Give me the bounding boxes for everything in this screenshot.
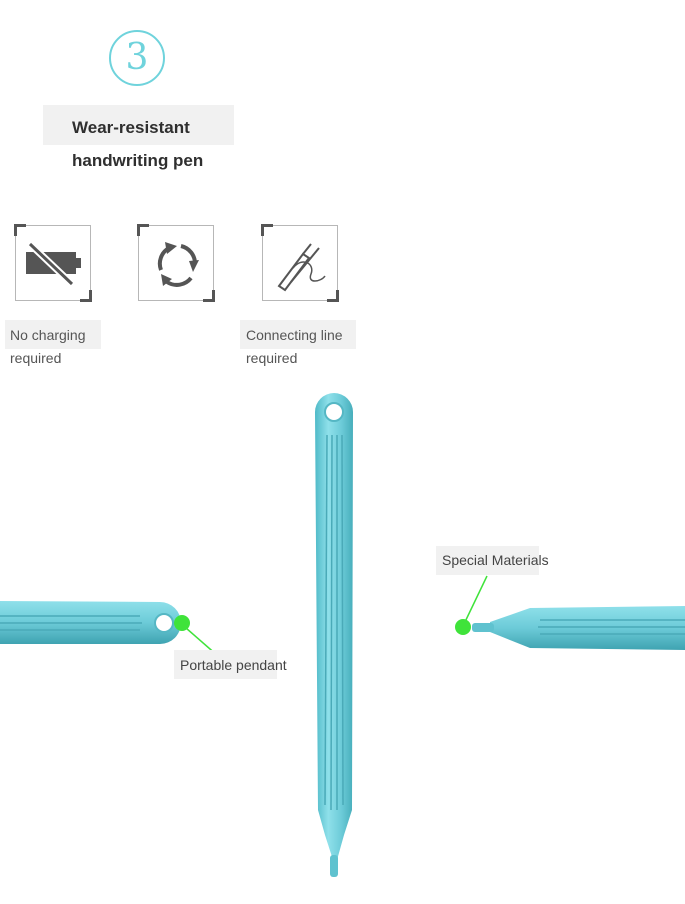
step-number-badge: 3 <box>109 30 165 86</box>
title-line-1: Wear-resistant <box>72 118 190 137</box>
callout-pointer-special-materials <box>455 575 488 635</box>
pen-vertical-illustration <box>315 393 353 877</box>
feature-label-no-cable-2: required <box>246 350 298 366</box>
callout-bg <box>436 546 539 575</box>
no-cable-pen-icon <box>277 243 326 292</box>
pen-tip-illustration <box>472 606 685 650</box>
feature-no-cable <box>261 224 339 302</box>
feature-label-no-charging-2: required <box>10 350 62 366</box>
feature-label-no-cable-1: Connecting line <box>246 327 343 343</box>
feature-label-bg <box>5 320 101 349</box>
callout-special-materials: Special Materials <box>442 552 549 568</box>
callout-bg <box>174 650 277 679</box>
no-battery-icon <box>26 241 81 287</box>
feature-label-no-charging-1: No charging <box>10 327 86 343</box>
title-background <box>43 105 234 145</box>
feature-label-bg <box>240 320 356 349</box>
callout-portable-pendant: Portable pendant <box>180 657 287 673</box>
feature-reusable <box>137 224 215 302</box>
recycle-arrows-icon <box>157 242 199 287</box>
pen-pendant-end-illustration <box>0 601 181 644</box>
feature-no-charging <box>14 224 92 302</box>
title-line-2: handwriting pen <box>72 151 204 170</box>
